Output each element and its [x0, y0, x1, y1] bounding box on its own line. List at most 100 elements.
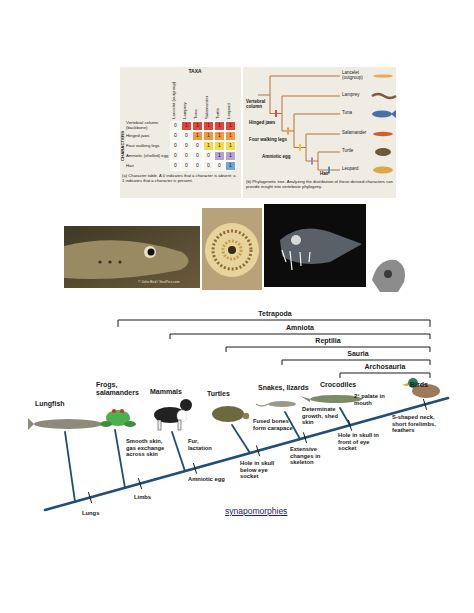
viperfish-teeth — [282, 250, 310, 270]
synapomorphy-label: Lungs — [82, 510, 112, 517]
taxon-name: Turtles — [207, 390, 247, 398]
skull — [372, 260, 405, 292]
table-cell: 0 — [170, 161, 181, 171]
teeth-ring — [213, 231, 251, 269]
table-cell: 1 — [214, 151, 225, 161]
synapomorphy-label: Fur, lactation — [188, 438, 220, 451]
table-cell: 0 — [214, 161, 225, 171]
synapomorphy-label: Determinate growth, shed skin — [302, 406, 348, 426]
salamander-icon — [373, 132, 393, 136]
leopard-icon — [373, 167, 393, 174]
clade-name: Reptilia — [298, 337, 358, 345]
turtle-icon — [375, 148, 391, 156]
lamprey-icon — [372, 94, 396, 98]
synapomorphy-label: Hole in skull below eye socket — [240, 460, 286, 480]
frog-eye — [120, 409, 124, 413]
sauria-bracket — [282, 360, 430, 365]
column-header: Leopard — [226, 81, 231, 119]
table-cell: 0 — [181, 151, 192, 161]
table-cell: 1 — [203, 141, 214, 151]
table-cell: 1 — [225, 161, 236, 171]
table-cell: 1 — [214, 141, 225, 151]
clade-name: Amniota — [270, 324, 330, 332]
table-cell: 0 — [192, 151, 203, 161]
column-header: Lancelet (outgroup) — [171, 81, 176, 119]
synapomorphy-ticks — [89, 399, 427, 502]
table-cell: 1 — [225, 151, 236, 161]
viperfish-photo — [264, 204, 366, 287]
tuna-icon — [372, 111, 392, 118]
taxon-name: Tuna — [342, 111, 372, 116]
table-cell: 1 — [225, 141, 236, 151]
row-header: Four walking legs — [126, 141, 170, 151]
lizard-icon — [268, 401, 296, 407]
table-cell: 0 — [192, 141, 203, 151]
clade-name: Sauria — [328, 350, 388, 358]
column-header: Salamander — [204, 81, 209, 119]
row-header: Amniotic (shelled) egg — [126, 151, 170, 161]
taxon-name: Lungfish — [35, 400, 85, 408]
tetrapoda-bracket — [118, 320, 430, 327]
gill-pore — [108, 260, 111, 263]
dog-head — [180, 399, 192, 411]
row-header: Vertebral column (backbone) — [126, 121, 170, 131]
taxon-name: Birds — [410, 381, 440, 389]
character-tick — [275, 110, 277, 117]
table-cell: 1 — [192, 121, 203, 131]
taxon-name: Leopard — [342, 167, 372, 172]
table-cell: 1 — [214, 131, 225, 141]
taxon-name: Crocodiles — [320, 381, 370, 389]
synapomorphy-label: 2° palate in mouth — [354, 393, 390, 406]
teeth-ring — [223, 241, 241, 259]
lizard-tail — [256, 404, 268, 406]
character-name: Hinged jaws — [249, 121, 281, 126]
table-cell: 0 — [170, 141, 181, 151]
skull-photo — [368, 252, 410, 296]
taxon-name: Lancelet (outgroup) — [342, 71, 372, 81]
table-cell: 1 — [192, 131, 203, 141]
reptilia-bracket — [226, 347, 430, 352]
turtle-head — [243, 413, 249, 419]
character-name: Four walking legs — [249, 138, 293, 143]
turtle-shell — [212, 406, 244, 422]
taxon-name: Turtle — [342, 149, 372, 154]
lamprey-photo — [64, 226, 200, 288]
panel-caption: (a) Character table. A 0 indicates that … — [122, 174, 238, 184]
table-cell: 1 — [203, 121, 214, 131]
column-header: Lamprey — [182, 81, 187, 119]
taxon-name: Lamprey — [342, 93, 372, 98]
figure-caption: synapomorphies — [225, 507, 305, 517]
dog-leg — [158, 420, 161, 430]
lamprey-pupil — [148, 249, 155, 256]
character-name: Amniotic egg — [262, 155, 302, 160]
viperfish-body — [280, 228, 362, 264]
crocodile-tail — [300, 396, 310, 402]
lamprey-mouth-photo — [202, 208, 262, 290]
character-tick — [287, 128, 289, 135]
table-cell: 0 — [203, 151, 214, 161]
column-header: Tuna — [193, 81, 198, 119]
mouth-opening — [228, 246, 236, 254]
panel-caption: (b) Phylogenetic tree. Analyzing the dis… — [246, 180, 394, 190]
viperfish-eye — [291, 235, 301, 245]
table-cell: 0 — [170, 121, 181, 131]
panel-a-background — [120, 67, 241, 198]
row-header: Hinged jaws — [126, 131, 170, 141]
gill-pore — [118, 260, 121, 263]
row-header: Hair — [126, 161, 170, 171]
lancelet-icon — [373, 74, 393, 77]
frog-leg — [124, 421, 136, 427]
bird-beak — [402, 383, 408, 386]
frog-eye — [112, 409, 116, 413]
column-header: Turtle — [215, 81, 220, 119]
lungfish-tail — [28, 418, 34, 430]
synapomorphy-label: Limbs — [134, 494, 164, 501]
taxon-name: Salamander — [342, 131, 372, 136]
table-cell: 0 — [192, 161, 203, 171]
table-cell: 1 — [225, 131, 236, 141]
clade-brackets — [118, 320, 430, 378]
lamprey-head — [64, 240, 189, 279]
photo-credit: © John Bird / SeaPics.com — [138, 280, 200, 284]
